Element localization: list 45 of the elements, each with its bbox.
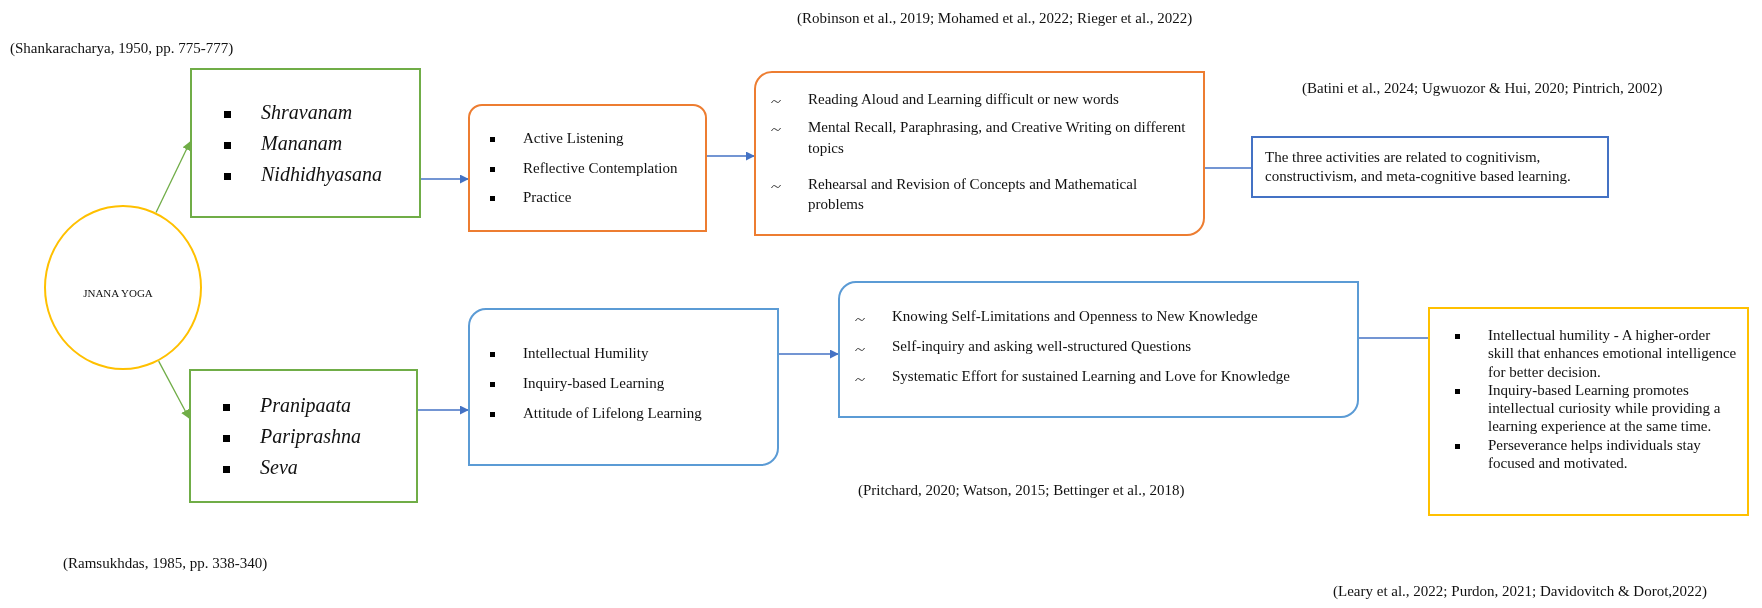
list-item-text: Perseverance helps individuals stay focused and motivated.	[1488, 435, 1702, 473]
list-item-text: Pranipaata	[260, 392, 352, 418]
list-item-text: Inquiry-based Learning promotes intellectual curiosity while providing a learning experience at the same time.	[1488, 380, 1722, 436]
rectangle-box	[189, 369, 418, 503]
list-item-text: Active Listening	[523, 128, 624, 148]
list-item-text: Systematic Effort for sustained Learning and Love for Knowledge	[892, 366, 1290, 386]
citation-text: (Ramsukhdas, 1985, pp. 338-340)	[63, 555, 268, 572]
arrow	[417, 405, 469, 415]
node-label: The three activities are related to cognitivism, constructivism, and meta-cognitive based learning.	[1265, 147, 1572, 186]
list-item-text: Self-inquiry and asking well-structured Questions	[892, 336, 1192, 356]
list-item-text: Seva	[260, 454, 298, 480]
connector-line	[1204, 167, 1252, 169]
connector-line	[1358, 337, 1429, 339]
list-item-text: Practice	[523, 188, 572, 208]
list-item-text: Attitude of Lifelong Learning	[523, 403, 702, 423]
rectangle-box	[1428, 307, 1749, 516]
citation-text: (Leary et al., 2022; Purdon, 2021; Davidovitch & Dorot,2022)	[1333, 583, 1708, 600]
arrow	[158, 360, 190, 419]
list-item-text: Shravanam	[261, 99, 353, 125]
node-label: JNANA YOGA	[83, 286, 153, 301]
list-item-text: Reading Aloud and Learning difficult or new words	[808, 90, 1119, 109]
list-item-text: Knowing Self-Limitations and Openness to New Knowledge	[892, 307, 1258, 326]
list-item-text: Intellectual Humility	[523, 344, 649, 363]
rectangle-box	[1251, 136, 1609, 198]
list-item-text: Pariprashna	[260, 423, 362, 449]
list-item-text: Inquiry-based Learning	[523, 373, 665, 393]
list-item-text: Mananam	[261, 130, 343, 156]
rectangle-box	[190, 68, 421, 218]
rounded-box	[468, 104, 707, 232]
arrow	[778, 349, 839, 359]
citation-text: (Pritchard, 2020; Watson, 2015; Bettinger et al., 2018)	[858, 482, 1185, 499]
list-item-text: Intellectual humility - A higher-order skill that enhances emotional intelligence for better decision.	[1488, 326, 1737, 381]
list-item-text: Rehearsal and Revision of Concepts and Mathematical problems	[808, 174, 1139, 214]
rounded-box	[838, 281, 1359, 418]
arrow	[420, 174, 469, 184]
arrow	[155, 141, 191, 214]
list-item-text: Mental Recall, Paraphrasing, and Creative Writing on different topics	[808, 118, 1187, 158]
citation-text: (Robinson et al., 2019; Mohamed et al., 2022; Rieger et al., 2022)	[797, 10, 1193, 27]
citation-text: (Shankaracharya, 1950, pp. 775-777)	[10, 40, 234, 57]
list-item-text: Nidhidhyasana	[261, 161, 383, 187]
arrow	[706, 151, 755, 161]
citation-text: (Batini et al., 2024; Ugwuozor & Hui, 2020; Pintrich, 2002)	[1302, 80, 1663, 97]
rounded-box	[754, 71, 1205, 236]
rounded-box	[468, 308, 779, 466]
list-item-text: Reflective Contemplation	[523, 158, 678, 178]
